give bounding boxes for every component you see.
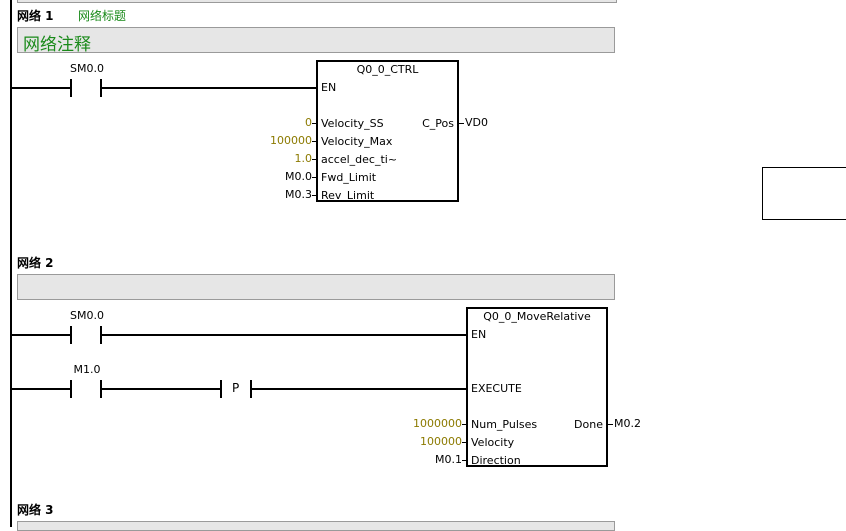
net2-edge-label: P: [232, 381, 240, 395]
net2-pin-direction: Direction: [471, 454, 521, 467]
net1-wire-left: [12, 87, 70, 89]
net2-wire: [12, 388, 70, 390]
net1-pin-fwd-limit: Fwd_Limit: [321, 171, 377, 184]
side-panel-box: [762, 167, 846, 220]
q0-0-moverelative-block[interactable]: Q0_0_MoveRelative EN EXECUTE Num_Pulses …: [466, 307, 608, 467]
net1-pin-rev-limit: Rev_Limit: [321, 189, 375, 202]
net2-en-pin: EN: [471, 328, 487, 341]
net2-positive-edge[interactable]: P: [220, 380, 252, 398]
net1-contact-sm00[interactable]: [70, 79, 102, 97]
network-1-comment: 网络注释: [23, 35, 91, 55]
net2-value-velocity[interactable]: 100000: [420, 435, 462, 448]
net2-value-num-pulses[interactable]: 1000000: [413, 417, 462, 430]
net2-value-direction[interactable]: M0.1: [435, 453, 462, 466]
network-2-comment-box[interactable]: [17, 274, 615, 300]
q0-0-moverelative-title: Q0_0_MoveRelative: [483, 310, 591, 323]
net1-en-pin: EN: [321, 81, 337, 94]
net1-value-velocity-ss[interactable]: 0: [305, 116, 312, 129]
net2-stub: [462, 442, 467, 443]
net1-contact-label: SM0.0: [70, 62, 104, 75]
net2-contact-sm00[interactable]: [70, 326, 102, 344]
power-rail: [10, 0, 12, 527]
net2-stub: [462, 424, 467, 425]
net1-pin-c-pos: C_Pos: [422, 117, 454, 130]
net1-stub: [312, 195, 317, 196]
net2-wire: [102, 334, 468, 336]
net1-value-fwd-limit[interactable]: M0.0: [285, 170, 312, 183]
net1-value-rev-limit[interactable]: M0.3: [285, 188, 312, 201]
network-1-title[interactable]: 网络标题: [78, 9, 127, 23]
net1-stub: [312, 159, 317, 160]
network-3-label[interactable]: 网络 3: [17, 503, 54, 517]
net2-pin-done: Done: [574, 418, 603, 431]
net1-stub: [312, 141, 317, 142]
net1-value-accel-dec[interactable]: 1.0: [294, 152, 313, 165]
net1-value-c-pos[interactable]: VD0: [465, 116, 488, 129]
q0-0-ctrl-title: Q0_0_CTRL: [356, 63, 419, 76]
net2-out-stub: [607, 424, 613, 425]
net2-value-done[interactable]: M0.2: [614, 417, 641, 430]
net1-pin-velocity-max: Velocity_Max: [321, 135, 393, 148]
net2-pin-velocity: Velocity: [471, 436, 515, 449]
net1-out-stub: [458, 123, 464, 124]
net2-wire: [252, 388, 468, 390]
network-1-label[interactable]: 网络 1: [17, 9, 54, 23]
net1-value-velocity-max[interactable]: 100000: [270, 134, 312, 147]
network-2-label[interactable]: 网络 2: [17, 256, 54, 270]
net1-pin-velocity-ss: Velocity_SS: [321, 117, 384, 130]
net2-wire: [102, 388, 220, 390]
network-3-comment-box[interactable]: [17, 521, 615, 531]
previous-comment-box: [17, 0, 617, 3]
net1-pin-accel-dec: accel_dec_ti~: [321, 153, 398, 166]
net1-stub: [312, 177, 317, 178]
net2-contact2-label: M1.0: [73, 363, 101, 376]
net2-contact1-label: SM0.0: [70, 309, 104, 322]
net1-wire-right: [102, 87, 318, 89]
net2-execute-pin: EXECUTE: [471, 382, 522, 395]
q0-0-ctrl-block[interactable]: Q0_0_CTRL EN Velocity_SS Velocity_Max ac…: [316, 60, 459, 202]
net1-stub: [312, 123, 317, 124]
net2-pin-num-pulses: Num_Pulses: [471, 418, 538, 431]
net2-contact-m10[interactable]: [70, 380, 102, 398]
network-1-comment-box[interactable]: 网络注释: [17, 27, 615, 55]
net2-stub: [462, 460, 467, 461]
net2-wire: [12, 334, 70, 336]
